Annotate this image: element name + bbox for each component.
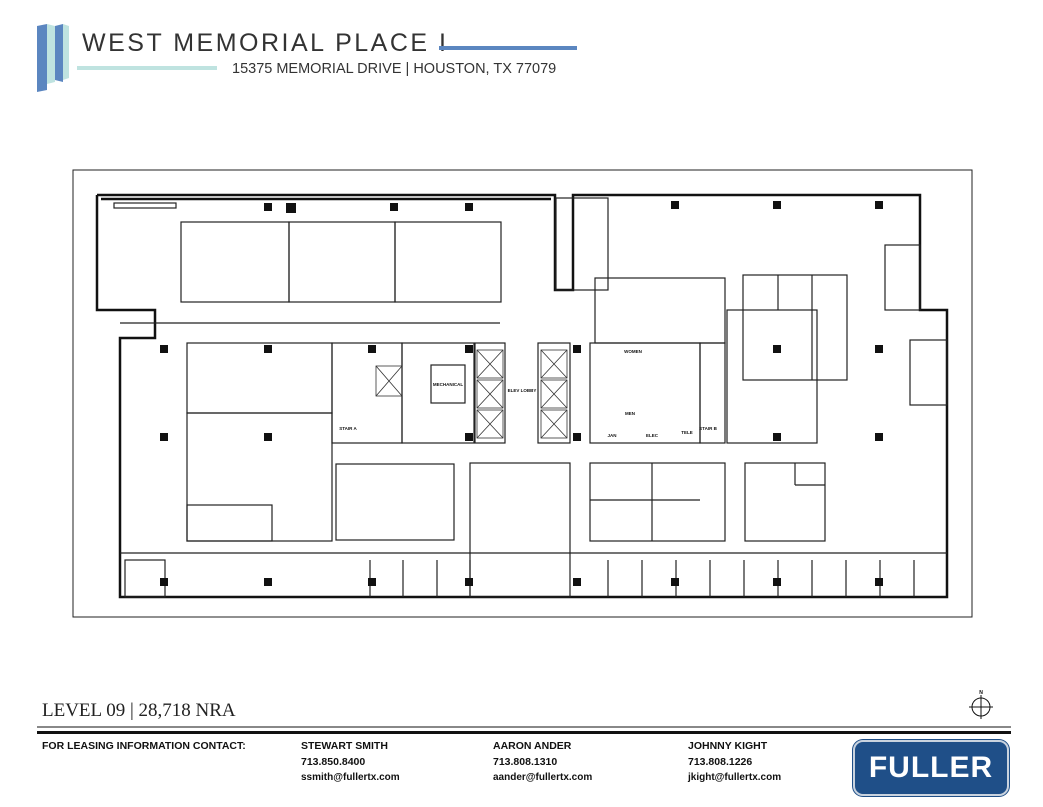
divider-thick [37,731,1011,734]
contact-phone: 713.808.1226 [688,756,753,768]
perimeter-offices [124,559,915,598]
contact-phone: 713.850.8400 [301,756,366,768]
fuller-logo: FULLER [853,740,1009,796]
contact-email[interactable]: ssmith@fullertx.com [301,772,400,783]
divider-thin [37,726,1011,728]
columns [160,201,883,586]
contact-name: JOHNNY KIGHT [688,740,768,752]
label-stair-a: STAIR A [339,426,357,431]
contact-phone: 713.808.1310 [493,756,558,768]
building-title: WEST MEMORIAL PLACE I [82,29,449,57]
label-mechanical: MECHANICAL [433,382,463,387]
building-logo-icon [37,24,69,92]
label-tele: TELE [681,430,693,435]
building-address: 15375 MEMORIAL DRIVE | HOUSTON, TX 77079 [232,61,557,77]
svg-text:N: N [979,690,983,696]
contact-name: AARON ANDER [493,740,572,752]
contact-email[interactable]: jkight@fullertx.com [688,772,782,783]
contact-email[interactable]: aander@fullertx.com [493,772,593,783]
label-men: MEN [625,411,635,416]
elevators [375,349,568,439]
level-area: LEVEL 09 | 28,718 NRA [42,700,236,721]
leasing-contact-label: FOR LEASING INFORMATION CONTACT: [42,740,246,752]
interior-walls [113,197,948,598]
address-rule-teal [77,66,217,70]
contact-card: AARON ANDER 713.808.1310 aander@fullertx… [493,738,592,786]
label-jan: JAN [607,433,616,438]
contact-card: JOHNNY KIGHT 713.808.1226 jkight@fullert… [688,738,781,786]
floor-plan: MECHANICAL ELEV LOBBY WOMEN MEN STAIR A … [72,169,973,618]
plan-frame [72,169,973,618]
contact-name: STEWART SMITH [301,740,388,752]
label-women: WOMEN [624,349,642,354]
contact-card: STEWART SMITH 713.850.8400 ssmith@fuller… [301,738,400,786]
label-elev-lobby: ELEV LOBBY [508,388,537,393]
label-stair-b: STAIR B [699,426,717,431]
title-rule-blue [439,46,577,50]
north-arrow-icon: N [969,690,993,719]
exterior-walls [95,193,949,599]
label-elec: ELEC [646,433,659,438]
